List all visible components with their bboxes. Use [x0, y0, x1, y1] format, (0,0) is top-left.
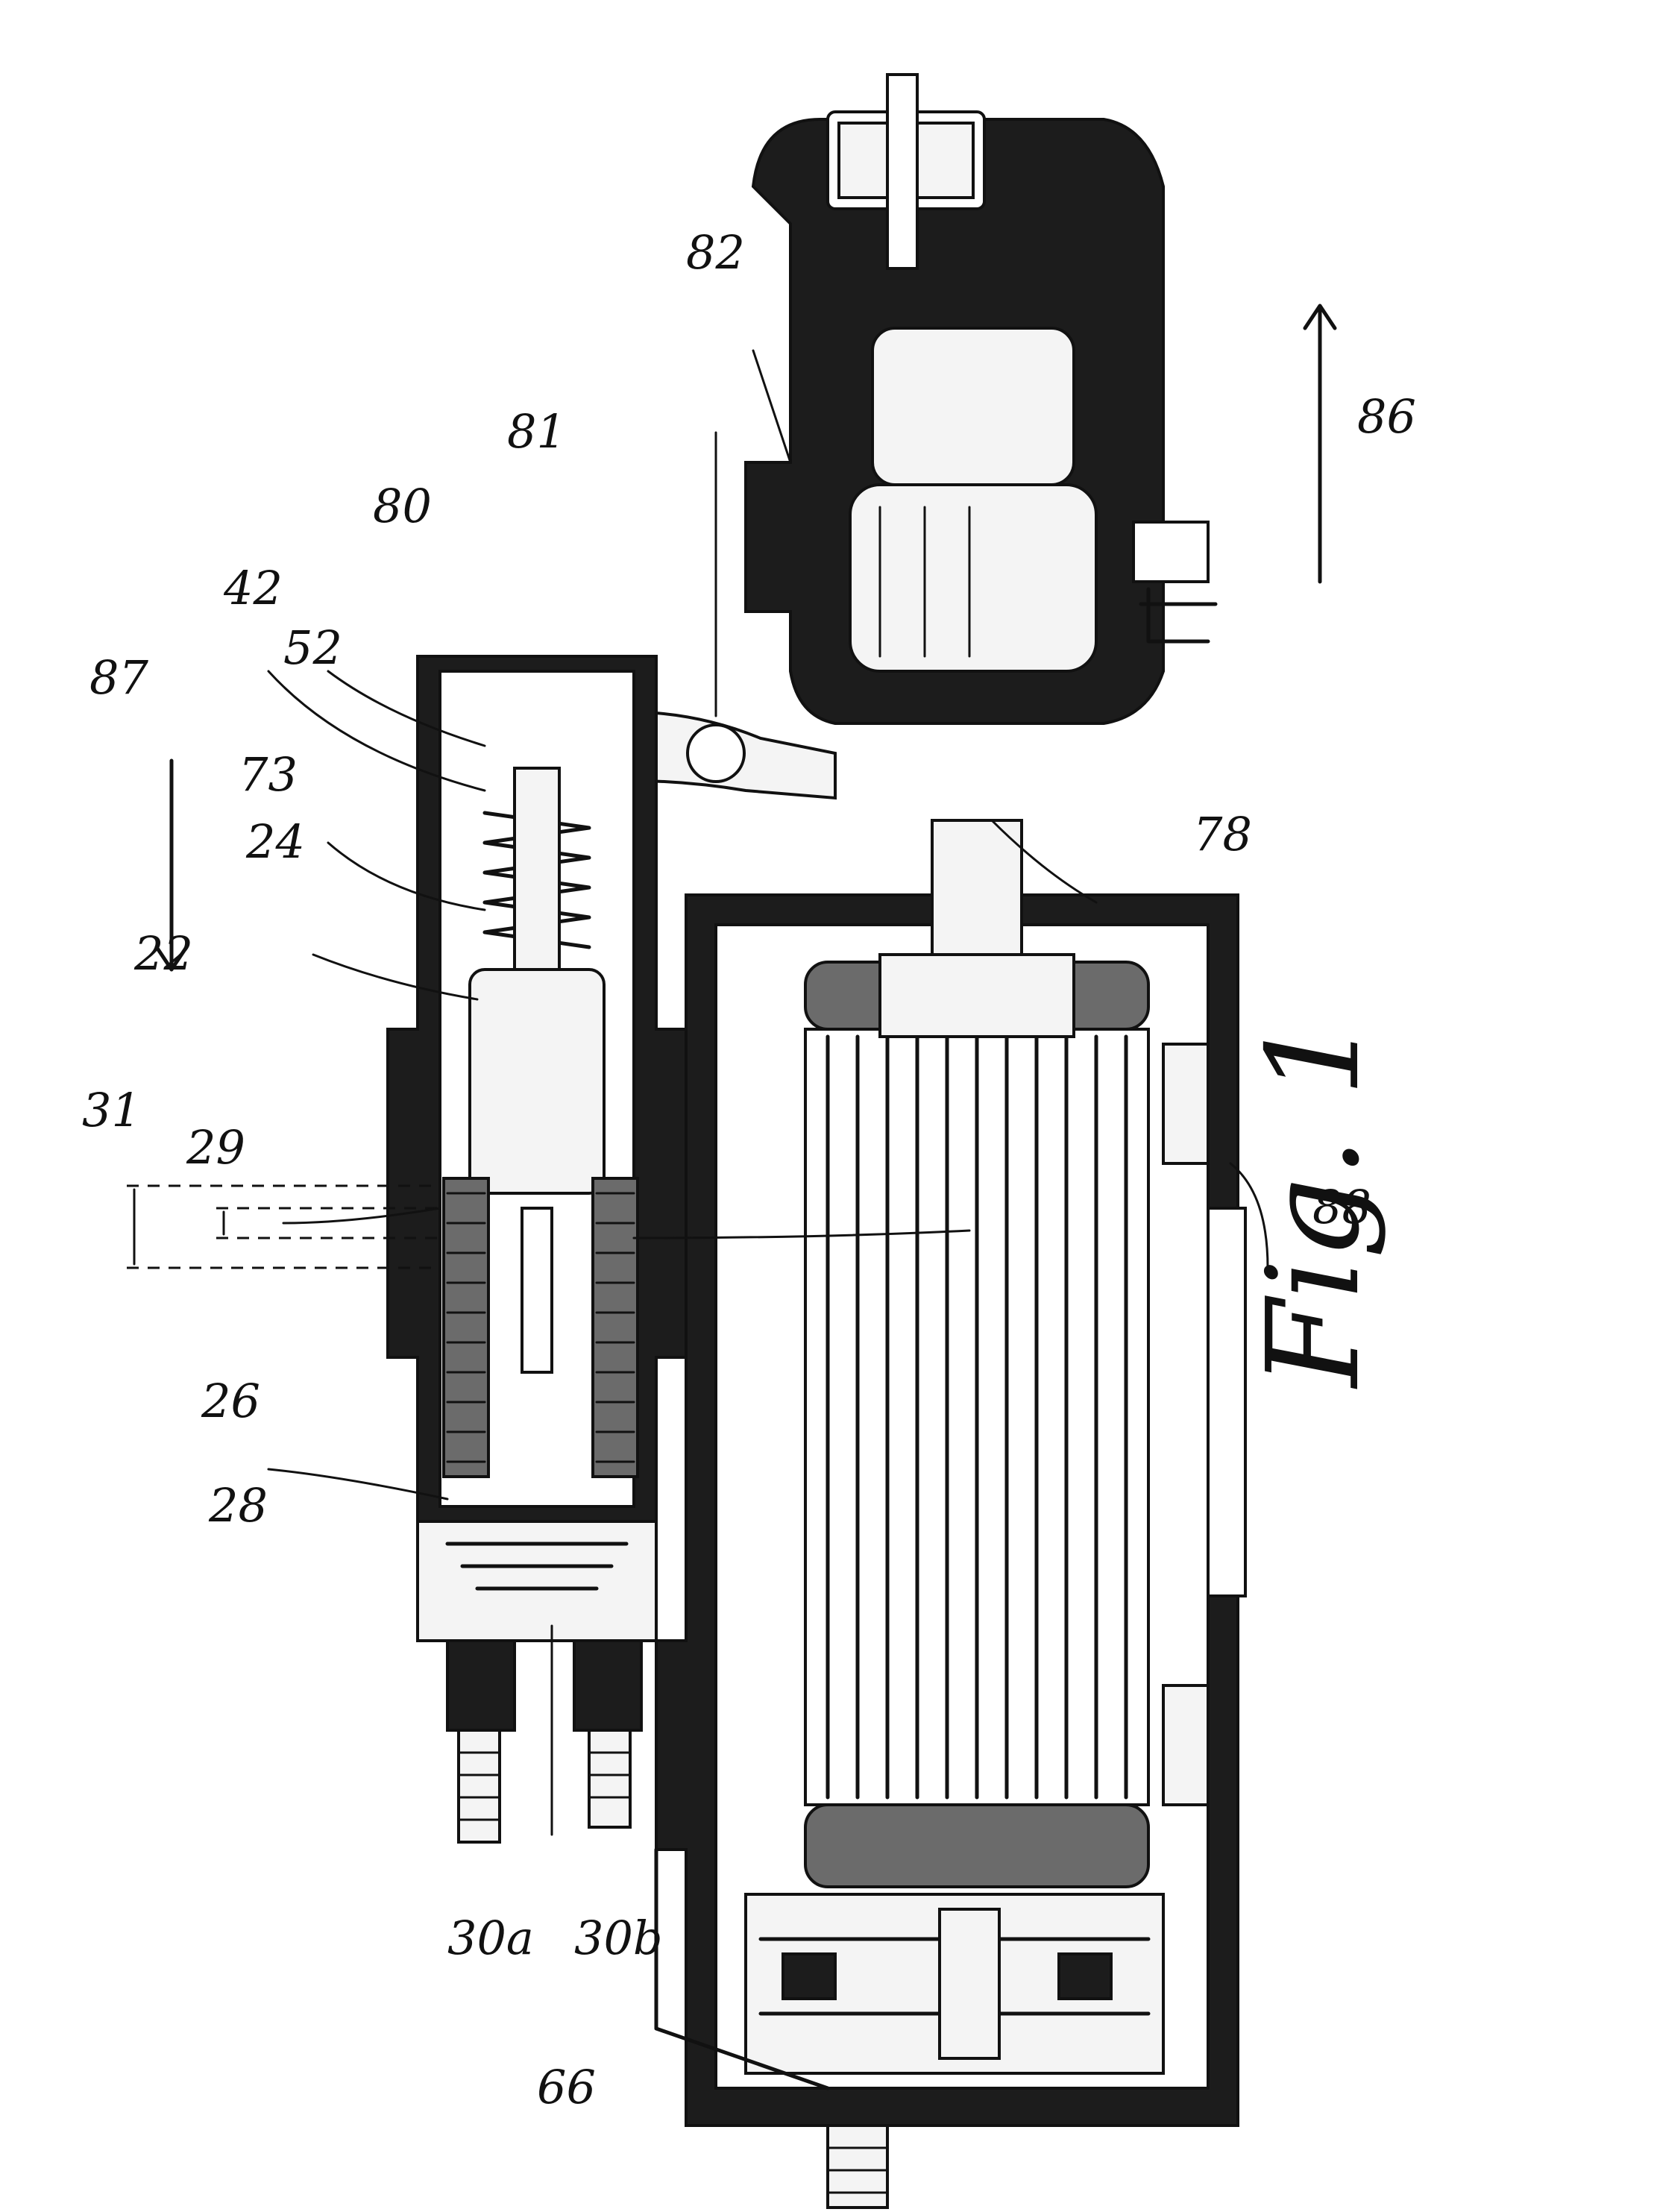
figure-caption: Fig. 1: [1240, 1017, 1388, 1389]
label-78: 78: [1193, 807, 1252, 861]
solenoid: [388, 656, 686, 1730]
label-22: 22: [133, 926, 193, 981]
label-24: 24: [245, 814, 305, 869]
terminals: [459, 1730, 630, 1842]
label-80: 80: [373, 479, 432, 533]
drive-housing: [746, 75, 1216, 723]
label-42: 42: [223, 561, 283, 615]
label-30a: 30a: [447, 1911, 534, 1965]
label-28: 28: [208, 1478, 268, 1533]
label-66: 66: [537, 2060, 596, 2114]
terminal-30a: [459, 1730, 500, 1842]
lever-pivot: [688, 725, 744, 782]
label-82: 82: [686, 225, 745, 280]
label-52: 52: [283, 620, 342, 675]
label-26: 26: [201, 1374, 260, 1428]
terminal-30b: [589, 1730, 630, 1827]
label-87: 87: [89, 650, 148, 705]
plunger: [470, 970, 604, 1193]
winding-end-left: [805, 1805, 1148, 1887]
label-73: 73: [239, 747, 298, 802]
armature-shaft: [932, 820, 1022, 970]
label-31: 31: [82, 1083, 141, 1137]
label-86: 86: [1357, 389, 1416, 444]
label-30b: 30b: [574, 1911, 663, 1965]
pinion: [850, 485, 1096, 671]
label-29: 29: [186, 1120, 245, 1175]
motor: [656, 820, 1245, 2125]
label-81: 81: [507, 404, 566, 459]
